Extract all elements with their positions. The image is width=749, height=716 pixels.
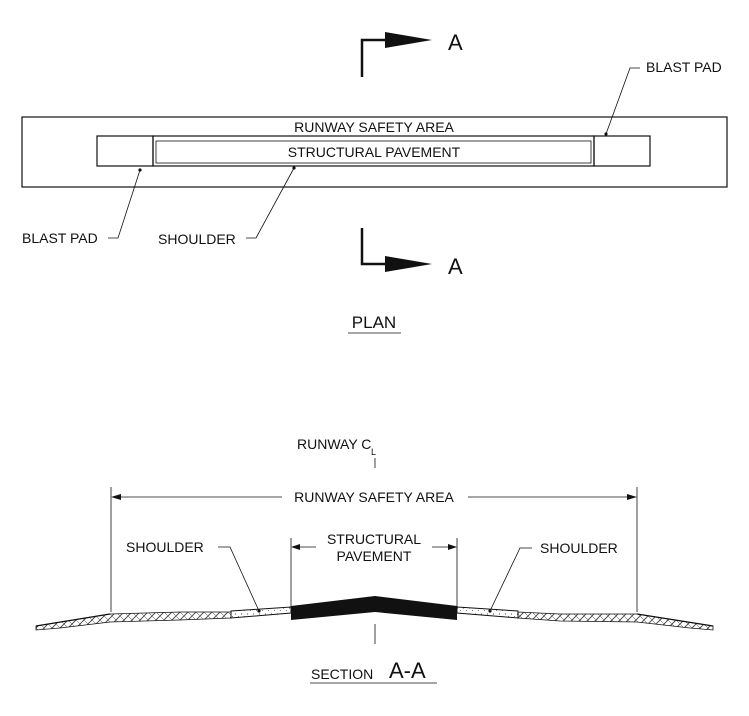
plan-blast-pad-right-label: BLAST PAD [646,59,722,75]
section-runway-cl-label: RUNWAY C [297,436,371,452]
structural-pavement-outline [155,140,592,164]
ground-left [35,611,232,631]
plan-structural-pavement-label: STRUCTURAL PAVEMENT [288,144,461,160]
section-marker-bottom: A [360,228,463,279]
blast-pad-left [96,135,154,167]
section-title-prefix: SECTION [311,666,373,682]
shoulder-left-section [230,606,292,619]
section-structural-label-1: STRUCTURAL [327,531,421,547]
section-runway-safety-area-label: RUNWAY SAFETY AREA [294,489,454,505]
shoulder-right-section [456,606,519,619]
structural-pavement-section [291,596,457,620]
section-shoulder-right-label: SHOULDER [540,540,618,556]
section-shoulder-right-leader [489,547,532,612]
blast-pad-right-leader [605,67,640,135]
blast-pad-right [593,135,651,167]
section-structural-label-2: PAVEMENT [337,548,412,564]
section-cl-subscript: L [371,447,376,457]
section-title-marker: A-A [389,658,426,683]
section-marker-top-label: A [448,30,463,55]
ground-line-left [35,613,111,627]
blast-pad-left-leader [108,169,141,239]
section-shoulder-left-leader [218,546,260,612]
plan-title: PLAN [352,313,396,332]
plan-blast-pad-left-label: BLAST PAD [22,230,98,246]
section-marker-top: A [360,30,463,77]
shoulder-leader [246,167,295,239]
runway-safety-area-outline [21,116,728,188]
plan-shoulder-label: SHOULDER [158,231,236,247]
section-marker-bottom-label: A [448,254,463,279]
plan-runway-safety-area-label: RUNWAY SAFETY AREA [294,119,454,135]
ground-line-right [636,613,714,627]
section-shoulder-left-label: SHOULDER [126,539,204,555]
ground-right [517,611,714,631]
